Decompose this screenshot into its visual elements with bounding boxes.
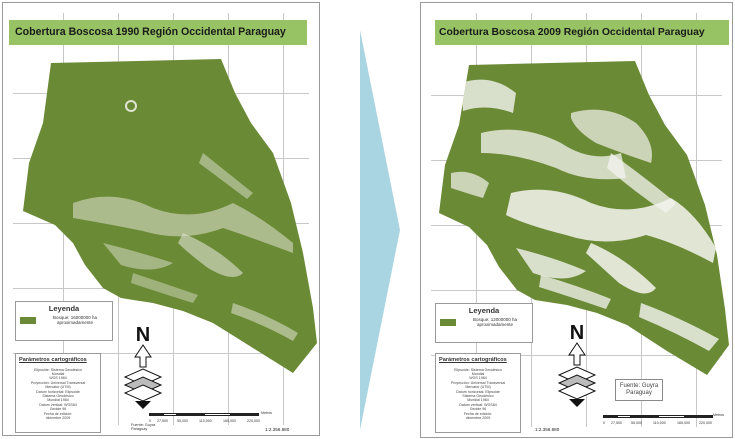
- north-arrow-icon: N: [557, 322, 597, 407]
- north-label: N: [136, 324, 150, 346]
- scale-label: 27,500: [611, 421, 622, 425]
- param-line: diciembre 2009: [465, 416, 491, 420]
- map-title: Cobertura Boscosa 2009 Región Occidental…: [435, 20, 729, 45]
- scale-ratio: 1:2.356.880: [535, 427, 560, 432]
- param-line: Elipsoide: Sistema Geodésico: [454, 368, 502, 372]
- scale-bar: [149, 413, 259, 417]
- scale-label: 220,000: [247, 419, 260, 423]
- forest-swatch: [20, 317, 36, 324]
- legend-title: Leyenda: [48, 304, 80, 313]
- comparison-arrow-icon: [360, 30, 400, 430]
- scale-label: 110,000: [653, 421, 666, 425]
- param-line: Mercator (UTM): [465, 385, 491, 389]
- legend-label: Bosque: 16000000 ha aproximadamente: [52, 315, 98, 325]
- forest-swatch: [440, 319, 456, 326]
- legend-box: Leyenda Bosque: 16000000 ha aproximadame…: [15, 301, 113, 341]
- cartographic-params-box: Parámetros cartográficos Elipsoide: Sist…: [15, 353, 101, 433]
- param-line: Sistema Geodésico: [42, 394, 74, 398]
- scale-unit: Metros: [713, 413, 724, 417]
- chaco-forest-area: [23, 59, 317, 373]
- params-title: Parámetros cartográficos: [19, 357, 87, 363]
- legend-label: Bosque: 12000000 ha aproximadamente: [472, 317, 518, 327]
- scale-label: 0: [149, 419, 151, 423]
- clearing-patches: [451, 79, 719, 351]
- param-line: Mundial 1984: [467, 398, 489, 402]
- param-line: Mundial: [51, 372, 65, 376]
- param-line: diciembre 2009: [45, 416, 71, 420]
- source-note: Fuente: Guyra Paraguay: [131, 423, 156, 431]
- scale-unit: Metros: [261, 411, 272, 415]
- north-label: N: [570, 322, 584, 344]
- param-line: Mercator (UTM): [45, 385, 71, 389]
- param-line: WGS 1984: [49, 376, 67, 380]
- param-line: Proyección: Universal Transversal: [450, 381, 506, 385]
- param-line: Fecha de edición:: [463, 412, 493, 416]
- map-panel-1990: Cobertura Boscosa 1990 Región Occidental…: [2, 2, 320, 436]
- param-line: Mundial: [471, 372, 485, 376]
- source-box: Fuente: Guyra Paraguay: [615, 379, 663, 401]
- scale-ratio: 1:2.356.880: [265, 427, 290, 432]
- param-line: Fecha de edición:: [43, 412, 73, 416]
- north-arrow-icon: N: [123, 324, 163, 409]
- map-title: Cobertura Boscosa 1990 Región Occidental…: [9, 20, 307, 45]
- scale-label: 110,000: [199, 419, 212, 423]
- scale-label: 220,000: [699, 421, 712, 425]
- param-line: Datum vertical: WGS84: [459, 403, 497, 407]
- param-line: Geoide 96: [49, 407, 67, 411]
- scale-bar: [603, 415, 713, 419]
- param-line: Geoide 96: [469, 407, 487, 411]
- scale-label: 27,500: [157, 419, 168, 423]
- param-line: Sistema Geodésico: [462, 394, 494, 398]
- param-line: Elipsoide: Sistema Geodésico: [34, 368, 82, 372]
- forest-map-1990: [23, 59, 317, 373]
- param-line: Datum vertical: WGS84: [39, 403, 77, 407]
- params-title: Parámetros cartográficos: [439, 357, 507, 363]
- param-line: Datum horizontal: Elipsoide: [456, 390, 500, 394]
- cartographic-params-box: Parámetros cartográficos Elipsoide: Sist…: [435, 353, 521, 433]
- scale-label: 165,000: [223, 419, 236, 423]
- forest-map-2009: [439, 61, 729, 375]
- param-line: Mundial 1984: [47, 398, 69, 402]
- scale-label: 165,000: [677, 421, 690, 425]
- param-line: Proyección: Universal Transversal: [30, 381, 86, 385]
- legend-title: Leyenda: [468, 306, 500, 315]
- param-line: Datum horizontal: Elipsoide: [36, 390, 80, 394]
- grid-line: [13, 353, 309, 354]
- clearing-patches: [73, 100, 298, 341]
- scale-label: 55,000: [631, 421, 642, 425]
- map-panel-2009: Cobertura Boscosa 2009 Región Occidental…: [420, 2, 733, 438]
- scale-label: 0: [603, 421, 605, 425]
- scale-label: 55,000: [177, 419, 188, 423]
- param-line: WGS 1984: [469, 376, 487, 380]
- legend-box: Leyenda Bosque: 12000000 ha aproximadame…: [435, 303, 533, 343]
